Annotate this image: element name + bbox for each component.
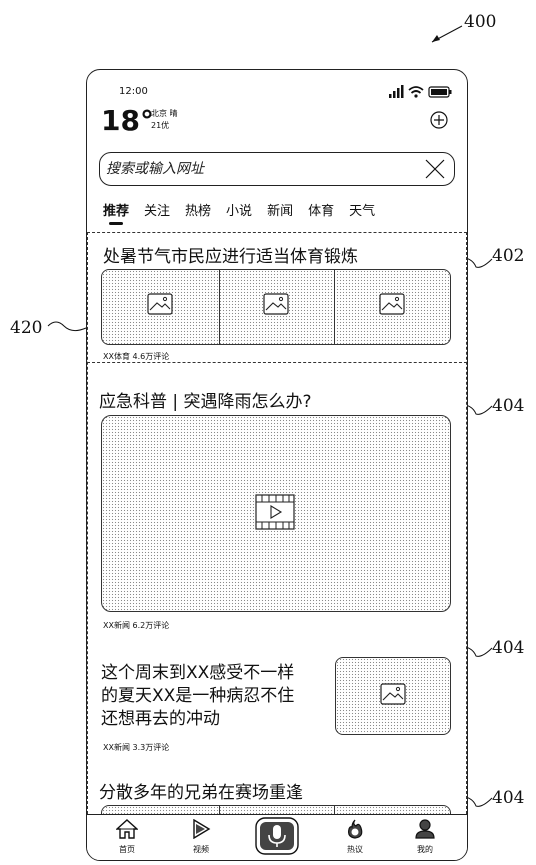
tab-follow[interactable]: 关注 <box>144 204 171 219</box>
ref-420-leader-icon <box>47 321 87 332</box>
card-title: 分散多年的兄弟在赛场重逢 <box>99 783 303 803</box>
image-icon <box>380 683 406 705</box>
fire-icon <box>348 819 363 839</box>
card-title: 应急科普 | 突遇降雨怎么办? <box>99 392 312 412</box>
ref-400: 400 <box>464 12 497 32</box>
nav-hot-label: 热议 <box>347 845 363 854</box>
plus-circle-icon[interactable] <box>429 110 449 130</box>
image-icon <box>147 293 173 315</box>
search-input[interactable] <box>106 159 406 179</box>
nav-hot[interactable]: 热议 <box>335 819 375 855</box>
thumbnail-center-frame <box>219 805 335 817</box>
ref-404-c: 404 <box>492 788 525 808</box>
tab-sports[interactable]: 体育 <box>308 204 335 219</box>
close-icon[interactable] <box>424 158 446 180</box>
weather-city: 北京 晴 <box>151 109 178 118</box>
nav-me[interactable]: 我的 <box>405 819 445 855</box>
category-tabs: 推荐 关注 热榜 小说 新闻 体育 天气 <box>103 200 390 225</box>
tab-hot-list[interactable]: 热榜 <box>185 204 212 219</box>
wifi-icon <box>408 86 424 98</box>
ref-404-a: 404 <box>492 396 525 416</box>
news-card-text-image[interactable]: 这个周末到XX感受不一样 的夏天XX是一种病忍不住 还想再去的冲动 XX新闻 3… <box>87 654 467 764</box>
nav-voice[interactable] <box>255 817 299 859</box>
signal-icon <box>389 85 404 98</box>
image-icon <box>263 293 289 315</box>
tab-novel[interactable]: 小说 <box>226 204 253 219</box>
news-card-partial[interactable]: 分散多年的兄弟在赛场重逢 <box>87 775 467 817</box>
nav-video[interactable]: 视频 <box>181 818 221 855</box>
card-title-line-1: 这个周末到XX感受不一样 <box>101 663 295 683</box>
person-icon <box>415 819 435 839</box>
card-title-line-2: 的夏天XX是一种病忍不住 <box>101 686 295 706</box>
mic-icon <box>255 817 299 855</box>
ref-400-arrow-icon <box>431 25 463 43</box>
nav-me-label: 我的 <box>417 845 433 854</box>
status-time: 12:00 <box>119 86 148 97</box>
nav-video-label: 视频 <box>193 845 209 854</box>
play-icon <box>193 818 211 840</box>
phone-frame: 12:00 18° 北京 晴 21优 <box>86 69 468 861</box>
nav-home[interactable]: 首页 <box>107 819 147 855</box>
nav-home-label: 首页 <box>119 845 135 854</box>
tab-weather[interactable]: 天气 <box>349 204 376 219</box>
news-card-video[interactable]: 应急科普 | 突遇降雨怎么办? XX新闻 6.2万评论 <box>87 383 467 635</box>
search-bar[interactable] <box>99 152 455 186</box>
ref-402: 402 <box>492 246 525 266</box>
card-meta: XX新闻 6.2万评论 <box>103 621 170 630</box>
system-icons <box>387 84 457 103</box>
video-icon <box>255 494 295 530</box>
temperature: 18° <box>101 104 154 137</box>
card-meta: XX新闻 3.3万评论 <box>103 743 170 752</box>
battery-icon <box>428 86 452 98</box>
air-quality: 21优 <box>151 121 170 130</box>
bottom-nav: 首页 视频 热议 <box>87 814 467 860</box>
tab-news[interactable]: 新闻 <box>267 204 294 219</box>
image-icon <box>379 293 405 315</box>
tab-recommend[interactable]: 推荐 <box>103 200 129 225</box>
ref-404-b: 404 <box>492 638 525 658</box>
card-title: 处暑节气市民应进行适当体育锻炼 <box>103 247 358 267</box>
home-icon <box>115 819 139 839</box>
thumbnail-center-frame <box>219 269 335 345</box>
news-card-three-images[interactable]: 处暑节气市民应进行适当体育锻炼 XX体育 4.6万评论 <box>87 232 467 363</box>
ref-420: 420 <box>10 318 43 338</box>
card-meta: XX体育 4.6万评论 <box>103 352 170 361</box>
card-title-line-3: 还想再去的冲动 <box>101 709 220 729</box>
